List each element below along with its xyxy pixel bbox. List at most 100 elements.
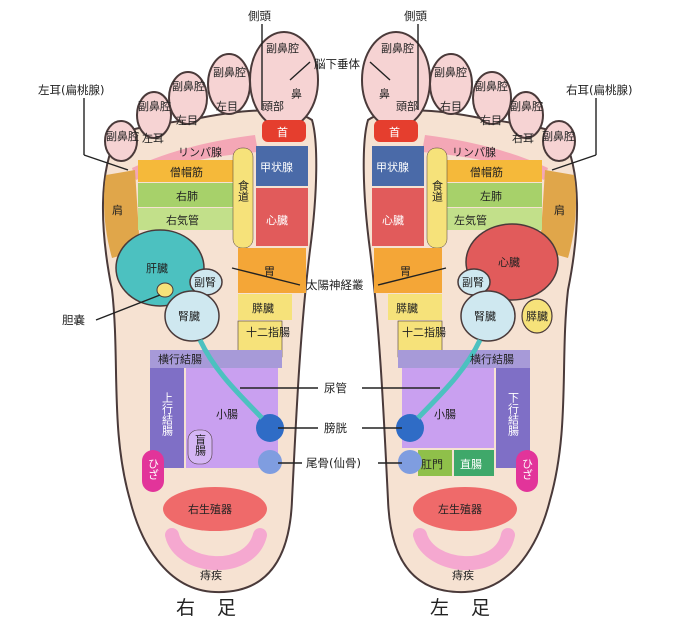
label-thyroid-l: 甲状腺 [376,160,409,174]
label-right-lung: 右肺 [176,189,198,203]
label-head-l: 頭部 [396,99,418,113]
callout-solar-plexus: 太陽神経叢 [306,278,364,292]
right-toe-5 [104,120,138,162]
callout-left-ear: 左耳(扁桃腺) [38,83,104,97]
label-heart-l: 心臓 [498,256,520,269]
left-stomach-zone [374,248,442,293]
label-sinus-r4: 副鼻腔 [138,99,171,113]
left-anus-zone [418,450,452,476]
left-neck-zone [374,120,418,142]
right-toe-2 [207,53,251,115]
right-gallbladder-zone [156,282,174,298]
right-bladder-zone [256,414,284,442]
right-appendix-zone [187,429,213,465]
label-sinus-r2: 副鼻腔 [213,65,246,79]
label-right-ear-l: 右耳 [512,131,534,145]
title-right-foot: 右 足 [176,597,244,619]
left-foot [361,31,579,594]
label-sinus-l3: 副鼻腔 [475,79,508,93]
label-nose-l: 鼻 [378,87,391,100]
label-kidney-r: 腎臓 [178,310,200,323]
label-sinus-l2: 副鼻腔 [434,65,467,79]
callout-lines [83,24,597,464]
left-genital-zone [413,487,517,531]
callouts: 側頭 側頭 脳下垂体 左耳(扁桃腺) 右耳(扁桃腺) 太陽神経叢 胆嚢 尿管 膀… [38,9,632,470]
label-right-bronchus: 右気管 [166,213,199,227]
label-liver: 肝臓 [146,262,168,275]
label-hemorrhoid-r: 痔疾 [200,568,222,582]
label-adrenal-r: 副腎 [194,276,216,289]
right-neck-zone [262,120,306,142]
callout-ureter: 尿管 [324,381,347,395]
right-liver-zone [115,229,205,307]
label-sinus-l5: 副鼻腔 [542,129,575,143]
left-toe-4 [508,91,544,139]
label-right-eye-l2: 右目 [480,113,502,127]
label-sinus-r3: 副鼻腔 [172,79,205,93]
left-toe-3 [472,71,512,125]
callout-bladder: 膀胱 [324,421,347,435]
label-thyroid-r: 甲状腺 [260,160,293,174]
label-transverse-colon-r: 横行結腸 [158,352,202,366]
label-esophagus-l: 食道 [431,179,444,202]
label-trapezius-l: 僧帽筋 [470,165,503,179]
label-sinus-l4: 副鼻腔 [510,99,543,113]
left-foot-labels: 副鼻腔 鼻 頭部 首 副鼻腔 右目 副鼻腔 右目 副鼻腔 右耳 副鼻腔 リンパ腺… [376,41,575,582]
label-sinus-r1: 副鼻腔 [266,41,299,55]
left-transverse-colon-zone [398,350,530,368]
right-kidney-zone [164,290,220,342]
right-hemorrhoid-zone [165,528,267,571]
label-trapezius-r: 僧帽筋 [170,165,203,179]
label-left-eye-r2: 左目 [176,114,198,127]
label-left-genital: 左生殖器 [438,502,482,516]
left-rectum-zone [454,450,494,476]
label-left-bronchus: 左気管 [454,213,487,227]
left-knee-zone [516,450,538,492]
right-trapezius-zone [138,160,238,182]
label-stomach-r: 胃 [264,265,275,278]
right-foot [101,31,319,594]
label-sinus-l1: 副鼻腔 [381,41,414,55]
left-toe-2 [429,53,473,115]
right-pancreas-zone [238,294,292,320]
left-ureter-line [416,338,483,420]
label-left-lung: 左肺 [480,190,502,203]
right-bronchus-zone [138,208,238,230]
label-left-ear-r: 左耳 [142,132,164,145]
callout-side-head-left: 側頭 [404,9,427,23]
label-hemorrhoid-l: 痔疾 [452,568,474,582]
label-right-genital: 右生殖器 [188,502,232,516]
label-esophagus-r: 食道 [237,179,250,202]
label-knee-l: ひざ [521,458,534,480]
label-lymph-l: リンパ腺 [452,145,496,159]
label-lymph-r: リンパ腺 [178,145,222,159]
label-rectum: 直腸 [460,457,482,471]
callout-coccyx: 尾骨(仙骨) [306,456,361,470]
label-adrenal-l: 副腎 [462,276,484,289]
label-head-r: 頭部 [262,99,284,113]
left-trapezius-zone [442,160,542,182]
right-ureter-line [197,338,264,420]
label-pancreas-band-l: 膵臓 [396,302,418,315]
label-duodenum-r: 十二指腸 [246,325,290,339]
right-stomach-zone [238,248,306,293]
left-pancreas-band [388,294,442,320]
right-lung-zone [138,183,238,207]
left-coccyx-zone [398,450,422,474]
label-appendix: 盲腸 [194,433,207,457]
label-ascending-colon: 上行結腸 [161,392,174,437]
label-stomach-l: 胃 [400,265,411,278]
right-heart-zone [256,188,308,246]
label-anus: 肛門 [421,458,443,471]
label-shoulder-r: 肩 [112,203,123,217]
label-heart-side-l: 心臓 [382,214,404,227]
right-transverse-colon-zone [150,350,282,368]
right-foot-labels: 副鼻腔 鼻 頭部 首 副鼻腔 左目 副鼻腔 左目 副鼻腔 左耳 副鼻腔 リンパ腺… [106,41,303,582]
right-shoulder-zone [104,170,140,258]
label-descending-colon: 下行結腸 [507,392,520,437]
right-genital-zone [163,487,267,531]
left-thyroid-zone [372,146,424,186]
right-knee-zone [142,450,164,492]
label-transverse-colon-l: 横行結腸 [470,352,514,366]
